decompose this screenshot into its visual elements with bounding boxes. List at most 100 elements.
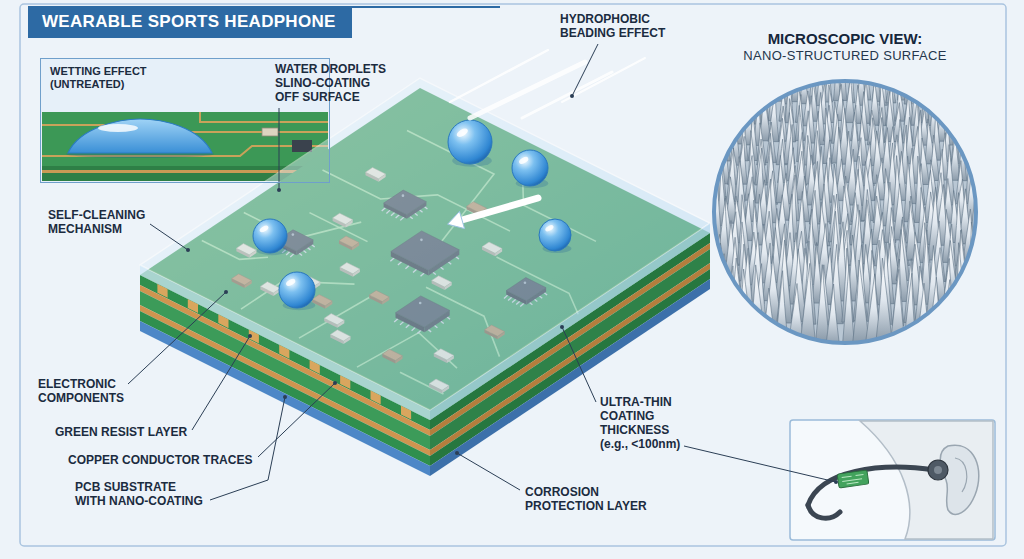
nano-spike [979,78,989,124]
magnifier-circle [712,79,978,345]
leader-dot [224,290,228,294]
chip-symbol [292,140,312,152]
drop-highlight [285,278,296,288]
view-title: MICROSCOPIC VIEW: [700,30,990,48]
micro-ground [714,81,976,343]
headphone-hook [808,505,840,518]
leader-line [210,397,285,500]
view-subtitle: NANO-STRUCTURED SURFACE [700,48,990,64]
layer-label: PCB SUBSTRATE WITH NANO-COATING [75,480,208,508]
motion-streak [470,62,585,118]
leader-dot [834,480,838,484]
nano-spike [752,70,760,105]
leader-line [572,44,598,96]
nano-spike [968,120,977,166]
callout-label: HYDROPHOBIC BEADING EFFECT [560,12,680,40]
nano-spike [719,81,728,123]
nano-spike [955,274,971,344]
nano-spike [978,266,992,325]
nano-spike [800,263,815,343]
nano-spike [743,59,753,104]
nano-spike [720,71,728,105]
magnified-view: MICROSCOPIC VIEW:NANO-STRUCTURED SURFACE [700,30,990,346]
module-trace [842,474,865,484]
nano-spike [919,68,929,100]
ear-fold [955,458,967,492]
head-outline [860,421,993,539]
leader-dot [333,381,337,385]
flow-arrowhead [448,211,465,228]
water-droplet [253,219,287,253]
callout-label: WATER DROPLETS SLINO-COATING OFF SURFACE [275,62,395,104]
leader-dot [455,451,459,455]
nano-spike [735,87,743,124]
water-droplet [539,219,571,251]
inset-title: WETTING EFFECT (UNTREATED) [50,65,185,91]
nano-spike [964,99,973,143]
drop-highlight [518,156,529,166]
nano-spike [743,75,753,121]
nano-spike [953,68,962,104]
layer-label: GREEN RESIST LAYER [55,425,225,439]
drop-highlight [455,127,469,139]
nano-spike [973,103,983,142]
nano-spike [740,248,754,321]
nano-spike [904,273,916,342]
leader-dot [560,325,564,329]
board-surface [42,112,328,166]
callout-label: SELF-CLEANING MECHANISM [48,208,158,236]
nano-spike [842,265,854,346]
leader-dot [570,94,574,98]
nano-spike [711,272,726,345]
leader-dot [277,188,281,192]
motion-streak [562,58,645,102]
callout-label: ELECTRONIC COMPONENTS [38,377,143,405]
nano-spike [960,68,968,105]
nano-spike [826,284,840,345]
nano-spike [711,62,720,104]
nano-spike [937,83,948,121]
nano-spike [853,260,869,342]
dimension-label: ULTRA-THIN COATING THICKNESS (e.g., <100… [600,395,695,451]
leader-dot [186,248,190,252]
nano-spike [912,58,921,100]
layer-label: COPPER CONDUCTOR TRACES [68,453,288,467]
nano-spike [969,66,979,106]
nano-spike [716,95,726,141]
nano-spike [769,66,778,100]
nano-spike [969,262,981,343]
nano-spike [876,258,892,341]
headphone-inset [790,420,995,540]
leader-line [128,292,226,384]
leader-line [562,327,596,402]
magnifier-ring [714,81,976,343]
nano-spike [759,57,768,102]
nano-spike [816,265,830,341]
title-banner: WEARABLE SPORTS HEADPHONE [28,6,352,38]
leader-line [258,383,335,457]
water-droplet [448,120,492,164]
nano-spike [705,266,719,322]
water-droplet [279,272,315,308]
water-droplet [512,150,548,186]
nano-spike [776,57,783,102]
pcb-module [837,470,869,488]
layer-label: CORROSION PROTECTION LAYER [525,485,665,513]
earpiece [928,460,948,480]
nano-spike [736,63,746,101]
leader-line [279,108,280,190]
drop-highlight [98,124,138,132]
leader-line [192,336,250,430]
nano-spike [945,69,953,105]
nano-spike [955,101,965,143]
flat-water-drop [68,119,212,153]
page-frame [20,4,1006,546]
nano-spike [960,91,970,124]
nano-spike [928,75,938,106]
nano-spike [980,112,988,164]
nano-spike [952,73,962,122]
leader-dot [283,395,287,399]
nano-spike [712,113,722,161]
drop-highlight [259,224,270,233]
nano-spike [937,64,946,106]
